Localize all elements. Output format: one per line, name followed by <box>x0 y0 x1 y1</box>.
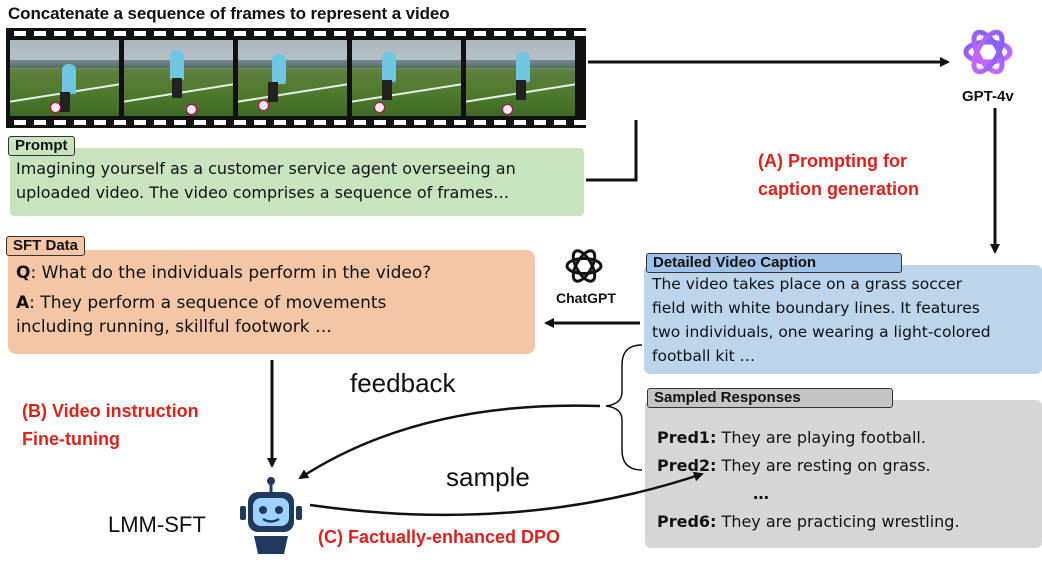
sampled-responses-box: Sampled Responses Pred1: They are playin… <box>645 388 1042 548</box>
lmm-sft-label: LMM-SFT <box>108 512 206 537</box>
video-frame-4 <box>352 40 461 116</box>
film-perforations-top <box>6 31 586 36</box>
sft-data-tag: SFT Data <box>6 236 86 256</box>
step-a-label-line-2: caption generation <box>758 179 920 199</box>
response-ellipsis: … <box>753 484 769 503</box>
sampled-responses-tag: Sampled Responses <box>647 388 893 408</box>
sft-data-box: SFT Data Q: What do the individuals perf… <box>6 236 535 354</box>
chatgpt-label: ChatGPT <box>556 290 616 306</box>
film-perforations-bottom <box>6 120 586 125</box>
video-film-strip <box>6 28 586 128</box>
prompt-line-1: Imagining yourself as a customer service… <box>16 159 516 178</box>
caption-line-1: The video takes place on a grass soccer <box>652 275 963 293</box>
step-b-label-line-1: (B) Video instruction <box>22 401 199 421</box>
robot-icon <box>236 476 306 556</box>
video-frame-3 <box>238 40 347 116</box>
prompt-tag: Prompt <box>8 136 75 156</box>
feedback-label: feedback <box>350 368 456 398</box>
caption-line-2: field with white boundary lines. It feat… <box>652 299 980 317</box>
sft-question: Q: What do the individuals perform in th… <box>16 263 432 283</box>
sample-label: sample <box>446 462 530 492</box>
connector-prompt-to-gpt <box>586 120 638 182</box>
prompt-line-2: uploaded video. The video comprises a se… <box>16 183 510 202</box>
sft-answer: A: They perform a sequence of movements <box>16 293 387 313</box>
video-frame-1 <box>10 40 119 116</box>
sft-answer-line-2: including running, skillful footwork … <box>16 317 332 337</box>
caption-line-3: two individuals, one wearing a light-col… <box>652 323 991 341</box>
step-b-label-line-2: Fine-tuning <box>22 429 120 449</box>
chatgpt-logo-icon <box>562 244 606 288</box>
gpt-4v-logo-icon <box>958 22 1018 82</box>
caption-line-4: football kit … <box>652 347 756 365</box>
detailed-caption-box: Detailed Video Caption The video takes p… <box>644 253 1042 374</box>
video-frame-2 <box>124 40 233 116</box>
detailed-caption-tag: Detailed Video Caption <box>646 253 902 273</box>
prompt-box: Prompt Imagining yourself as a customer … <box>8 136 584 216</box>
response-pred1: Pred1: They are playing football. <box>657 428 926 447</box>
video-frame-5 <box>466 40 575 116</box>
response-pred2: Pred2: They are resting on grass. <box>657 456 931 475</box>
gpt-4v-label: GPT-4v <box>962 88 1014 105</box>
feedback-brace <box>605 344 643 471</box>
diagram-title: Concatenate a sequence of frames to repr… <box>8 4 450 23</box>
step-a-label-line-1: (A) Prompting for <box>758 151 907 171</box>
step-c-label: (C) Factually-enhanced DPO <box>318 527 561 547</box>
response-pred6: Pred6: They are practicing wrestling. <box>657 512 960 531</box>
